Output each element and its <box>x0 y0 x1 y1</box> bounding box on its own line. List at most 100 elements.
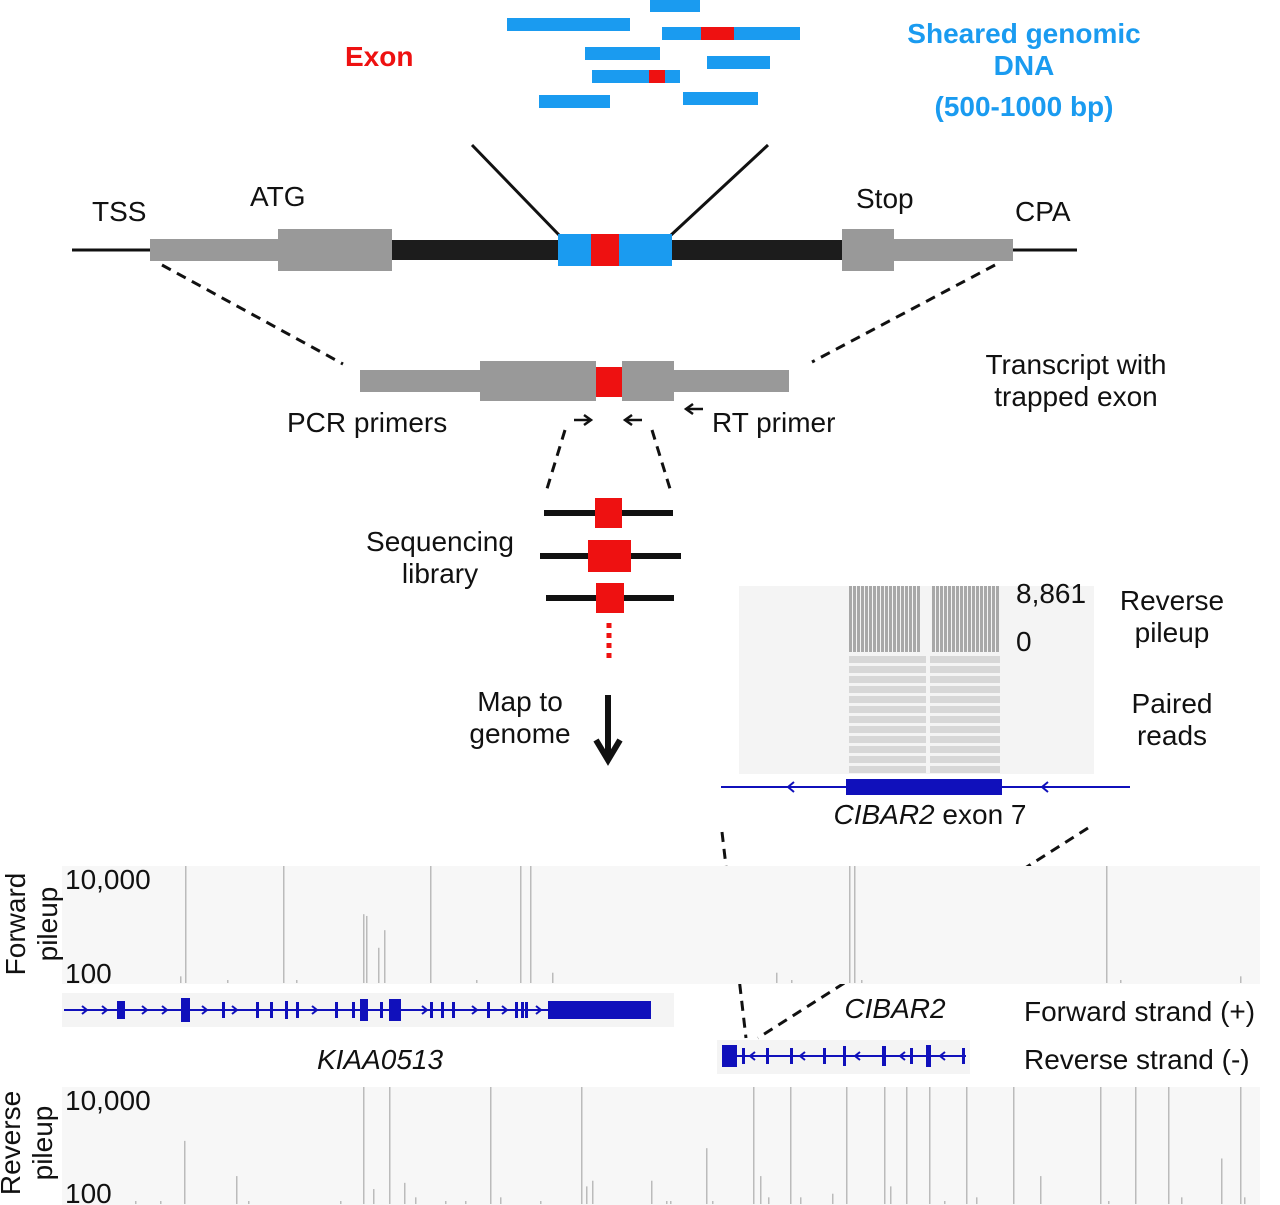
pileup-bar <box>415 1197 417 1204</box>
inset-pileup-column <box>972 586 975 652</box>
pileup-bar <box>227 980 229 983</box>
pileup-bar <box>135 1201 137 1204</box>
transcript-label-2: trapped exon <box>994 381 1157 412</box>
inset-pileup-column <box>865 586 868 652</box>
cibar2-gene-model <box>722 1045 966 1067</box>
inset-pileup-column <box>881 586 884 652</box>
pcr-primer-reverse <box>622 413 642 427</box>
pileup-bar <box>832 1193 834 1204</box>
inset-reverse-pileup-label-2: pileup <box>1135 617 1210 648</box>
sheared-dna-label-2: DNA <box>994 50 1055 81</box>
transcript-trapped-exon <box>596 367 622 397</box>
inset-pileup-column <box>968 586 971 652</box>
reverse-axis-label-2: pileup <box>27 1106 58 1181</box>
pileup-bar <box>712 1201 714 1204</box>
inset-pileup-column <box>901 586 904 652</box>
inset-pileup-column <box>996 586 999 652</box>
pileup-bar <box>651 1180 653 1204</box>
pileup-bar <box>1240 976 1242 983</box>
pileup-bar <box>800 1197 802 1204</box>
map-label: Map to <box>477 686 563 717</box>
pcr-primers-label: PCR primers <box>287 407 447 438</box>
inset-read <box>930 656 1000 663</box>
inset-pileup-column <box>905 586 908 652</box>
reverse-tick-high: 10,000 <box>65 1085 151 1116</box>
pileup-bar <box>586 1186 588 1204</box>
pileup-bar <box>976 1197 978 1204</box>
library-exon <box>588 540 631 572</box>
inset-read <box>849 716 926 723</box>
pileup-bar <box>791 980 793 983</box>
dna-fragment <box>592 70 680 83</box>
pileup-bar <box>753 1087 755 1204</box>
dashed-line-library-right <box>650 429 673 493</box>
inset-pileup-column <box>913 586 916 652</box>
inset-pileup-column <box>869 586 872 652</box>
pileup-bar <box>283 866 285 983</box>
kiaa0513-gene-model <box>64 998 651 1022</box>
inset-read <box>930 686 1000 693</box>
pileup-bar <box>854 866 856 983</box>
pileup-bar <box>340 1201 342 1204</box>
inset-read <box>849 756 926 763</box>
forward-pileup-track <box>62 866 1260 984</box>
library-exon <box>596 583 624 613</box>
kiaa0513-label: KIAA0513 <box>317 1044 444 1075</box>
pileup-bar <box>581 1087 583 1204</box>
inset-read <box>849 746 926 753</box>
library-label: Sequencing <box>366 526 514 557</box>
sheared-dna-fragments <box>507 0 800 108</box>
pileup-bar <box>160 1201 162 1204</box>
pileup-bar <box>706 1148 708 1204</box>
forward-tick-high: 10,000 <box>65 864 151 895</box>
transcript-utr-3 <box>672 370 789 392</box>
inset-read <box>849 696 926 703</box>
pileup-bar <box>1120 980 1122 983</box>
inset-pileup-column <box>944 586 947 652</box>
pileup-bar <box>384 930 386 983</box>
inset-exon-label: CIBAR2 exon 7 <box>833 799 1026 830</box>
inset-reverse-pileup-label: Reverse <box>1120 585 1224 616</box>
pileup-bar <box>760 1176 762 1204</box>
pileup-bar <box>670 1201 672 1204</box>
inset-paired-reads-label-2: reads <box>1137 720 1207 751</box>
pileup-bar <box>296 980 298 983</box>
pileup-bar <box>363 914 365 983</box>
transcript <box>360 361 789 401</box>
pileup-bar <box>185 866 187 983</box>
pcr-primer-forward <box>574 413 594 427</box>
inset-pileup-column <box>857 586 860 652</box>
exon-label: Exon <box>345 41 413 72</box>
inset-read <box>849 706 926 713</box>
reverse-axis-label: Reverse <box>0 1091 26 1195</box>
inset-pileup-column <box>992 586 995 652</box>
pileup-bar <box>465 1201 467 1204</box>
fragment-size-label: (500-1000 bp) <box>935 91 1114 122</box>
pileup-bar <box>430 866 432 983</box>
reverse-tick-low: 100 <box>65 1178 112 1205</box>
inset-read <box>849 736 926 743</box>
pileup-bar <box>389 1087 391 1204</box>
dna-fragment <box>707 56 770 69</box>
dna-fragment <box>683 92 758 105</box>
pileup-bar <box>592 1180 594 1204</box>
inset-max-value: 8,861 <box>1016 578 1086 609</box>
inset-read <box>930 766 1000 773</box>
pileup-bar <box>476 980 478 983</box>
pileup-bar <box>768 1197 770 1204</box>
pileup-bar <box>906 1087 908 1204</box>
pileup-bar <box>1135 1087 1137 1204</box>
transcript-exon-2 <box>622 361 674 401</box>
dna-fragment <box>539 95 610 108</box>
inset-read <box>930 746 1000 753</box>
reverse-pileup-bars <box>135 1087 1246 1204</box>
pileup-bar <box>236 1176 238 1204</box>
pileup-bar <box>445 1201 447 1204</box>
forward-axis-label: Forward <box>0 873 31 976</box>
map-arrow <box>593 695 623 766</box>
pileup-bar <box>1106 866 1108 983</box>
pileup-bar <box>929 1087 931 1204</box>
inset-pileup-column <box>976 586 979 652</box>
inset-pileup-column <box>917 586 920 652</box>
